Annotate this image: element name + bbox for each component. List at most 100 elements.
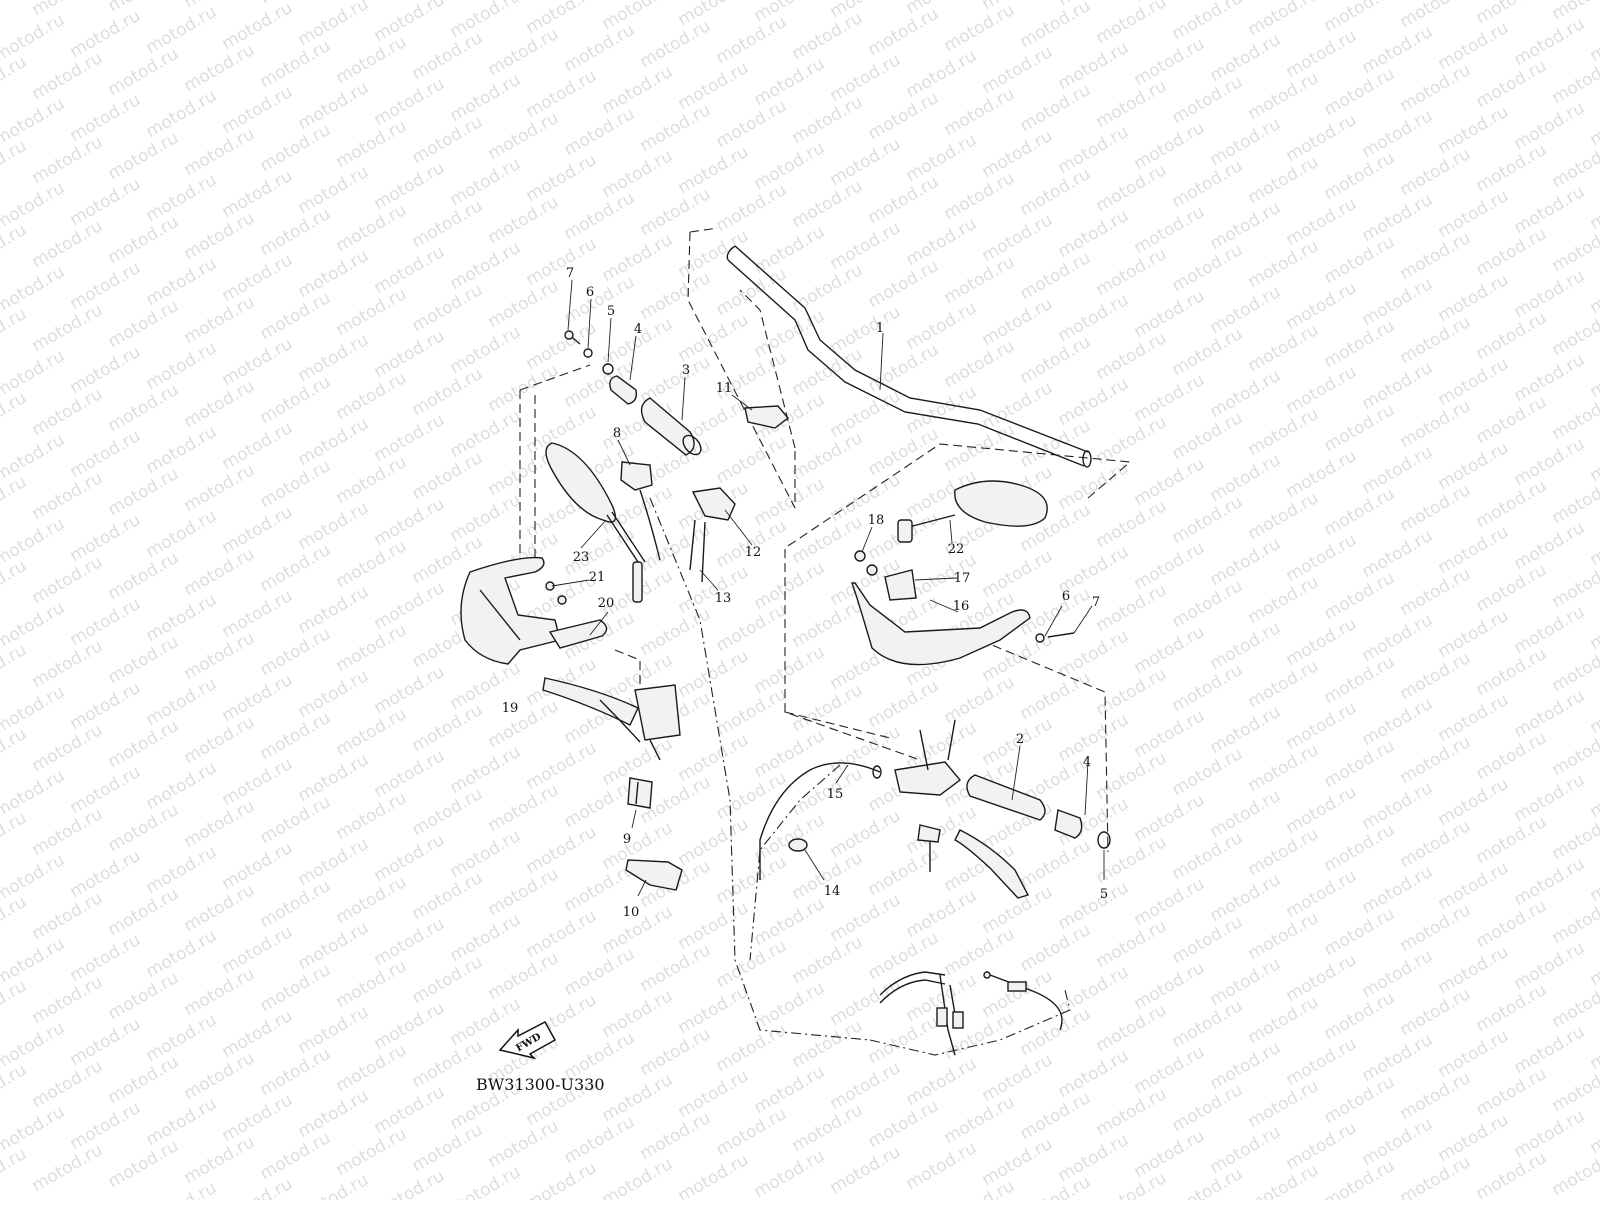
watermark-text: motod.ru — [1359, 778, 1437, 834]
watermark-text: motod.ru — [1473, 1148, 1551, 1200]
watermark-text: motod.ru — [789, 680, 867, 736]
watermark-text: motod.ru — [1169, 0, 1247, 44]
watermark-text: motod.ru — [0, 556, 30, 612]
watermark-text: motod.ru — [1055, 122, 1133, 178]
watermark-text: motod.ru — [447, 154, 525, 210]
callout-18: 18 — [868, 513, 885, 528]
watermark-text: motod.ru — [637, 940, 715, 996]
watermark-text: motod.ru — [1131, 118, 1209, 174]
watermark-text: motod.ru — [371, 914, 449, 970]
watermark-text: motod.ru — [105, 548, 183, 604]
watermark-text: motod.ru — [1169, 996, 1247, 1052]
watermark-text: motod.ru — [181, 964, 259, 1020]
watermark-text: motod.ru — [371, 74, 449, 130]
watermark-text: motod.ru — [29, 1056, 107, 1112]
watermark-text: motod.ru — [827, 1142, 905, 1198]
watermark-text: motod.ru — [979, 126, 1057, 182]
watermark-text: motod.ru — [1131, 958, 1209, 1014]
watermark-text: motod.ru — [257, 204, 335, 260]
watermark-text: motod.ru — [1055, 1046, 1133, 1102]
watermark-text: motod.ru — [0, 0, 30, 24]
callout-9: 9 — [623, 832, 631, 847]
watermark-text: motod.ru — [1511, 1106, 1589, 1162]
watermark-text: motod.ru — [257, 960, 335, 1016]
watermark-text: motod.ru — [789, 1016, 867, 1072]
watermark-text: motod.ru — [29, 888, 107, 944]
callout-2: 2 — [1016, 732, 1024, 747]
watermark-text: motod.ru — [789, 596, 867, 652]
watermark-text: motod.ru — [1283, 110, 1361, 166]
watermark-text: motod.ru — [1587, 598, 1600, 654]
watermark-text: motod.ru — [1245, 0, 1323, 40]
watermark-text: motod.ru — [599, 1154, 677, 1200]
watermark-text: motod.ru — [67, 6, 145, 62]
watermark-text: motod.ru — [1321, 820, 1399, 876]
watermark-text: motod.ru — [1169, 240, 1247, 296]
watermark-text: motod.ru — [257, 0, 335, 8]
watermark-text: motod.ru — [181, 376, 259, 432]
watermark-text: motod.ru — [1169, 744, 1247, 800]
watermark-text: motod.ru — [1473, 644, 1551, 700]
watermark-text: motod.ru — [333, 368, 411, 424]
watermark-text: motod.ru — [1359, 1030, 1437, 1086]
callout-6: 6 — [586, 285, 594, 300]
watermark-text: motod.ru — [371, 1166, 449, 1200]
watermark-text: motod.ru — [1359, 190, 1437, 246]
watermark-text: motod.ru — [599, 0, 677, 34]
watermark-text: motod.ru — [523, 0, 601, 38]
watermark-text: motod.ru — [827, 386, 905, 442]
watermark-text: motod.ru — [409, 28, 487, 84]
watermark-text: motod.ru — [1207, 114, 1285, 170]
watermark-text: motod.ru — [1359, 862, 1437, 918]
watermark-text: motod.ru — [1207, 618, 1285, 674]
watermark-text: motod.ru — [1245, 992, 1323, 1048]
watermark-text: motod.ru — [105, 1052, 183, 1108]
watermark-text: motod.ru — [1511, 938, 1589, 994]
watermark-text: motod.ru — [1359, 274, 1437, 330]
watermark-text: motod.ru — [1321, 652, 1399, 708]
watermark-text: motod.ru — [1435, 186, 1513, 242]
watermark-text: motod.ru — [409, 1036, 487, 1092]
watermark-text: motod.ru — [181, 712, 259, 768]
watermark-text: motod.ru — [67, 846, 145, 902]
watermark-text: motod.ru — [485, 696, 563, 752]
watermark-text: motod.ru — [1017, 0, 1095, 52]
watermark-text: motod.ru — [295, 78, 373, 134]
watermark-text: motod.ru — [29, 48, 107, 104]
watermark-text: motod.ru — [257, 1044, 335, 1100]
watermark-text: motod.ru — [0, 52, 30, 108]
watermark-text: motod.ru — [295, 918, 373, 974]
watermark-text: motod.ru — [1017, 668, 1095, 724]
watermark-text: motod.ru — [1397, 480, 1475, 536]
watermark-text: motod.ru — [1321, 736, 1399, 792]
watermark-text: motod.ru — [1055, 1130, 1133, 1186]
watermark-text: motod.ru — [1245, 572, 1323, 628]
watermark-text: motod.ru — [1321, 0, 1399, 36]
watermark-text: motod.ru — [409, 112, 487, 168]
watermark-text: motod.ru — [1131, 286, 1209, 342]
watermark-text: motod.ru — [789, 8, 867, 64]
watermark-text: motod.ru — [789, 92, 867, 148]
watermark-text: motod.ru — [827, 470, 905, 526]
watermark-text: motod.ru — [1321, 1156, 1399, 1200]
watermark-text: motod.ru — [1321, 316, 1399, 372]
callout-16: 16 — [953, 599, 970, 614]
watermark-text: motod.ru — [1321, 904, 1399, 960]
watermark-text: motod.ru — [827, 722, 905, 778]
watermark-text: motod.ru — [1283, 1118, 1361, 1174]
watermark-text: motod.ru — [751, 138, 829, 194]
watermark-text: motod.ru — [67, 762, 145, 818]
watermark-text: motod.ru — [67, 342, 145, 398]
watermark-text: motod.ru — [29, 300, 107, 356]
watermark-text: motod.ru — [105, 632, 183, 688]
watermark-text: motod.ru — [1245, 236, 1323, 292]
watermark-text: motod.ru — [257, 540, 335, 596]
watermark-text: motod.ru — [0, 808, 30, 864]
watermark-text: motod.ru — [713, 1104, 791, 1160]
watermark-text: motod.ru — [1093, 328, 1171, 384]
watermark-text: motod.ru — [409, 1120, 487, 1176]
watermark-text: motod.ru — [219, 82, 297, 138]
callout-22: 22 — [948, 542, 965, 557]
watermark-text: motod.ru — [105, 44, 183, 100]
watermark-text: motod.ru — [903, 1138, 981, 1194]
